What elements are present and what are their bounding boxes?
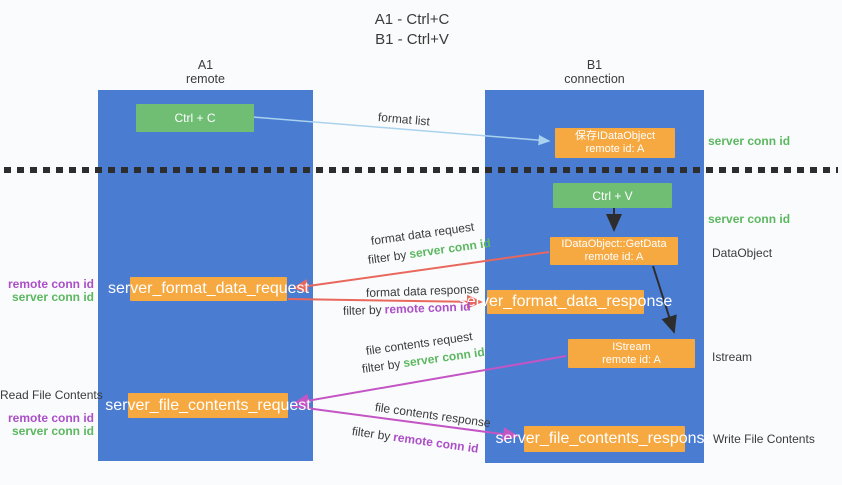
istream-box: IStream remote id: A [568,339,695,368]
istream-line2: remote id: A [602,353,661,366]
filter-by-remote-conn-id-label-2: filter byremote conn id [351,424,479,456]
server-file-contents-request-label: server_file_contents_request [105,396,311,414]
filter-by-text-4: filter by [351,424,392,444]
remote-conn-id-filter-1: remote conn id [384,299,471,317]
format-list-label: format list [377,110,431,129]
istream-line1: IStream [612,340,651,353]
server-conn-id-annotation-left: server conn id [11,290,94,304]
title-line-1: A1 - Ctrl+C [374,11,450,28]
remote-conn-id-filter-2: remote conn id [392,429,480,456]
read-remote-conn-id-annotation: remote conn id [7,411,94,425]
server-format-data-request-box: server_format_data_request [108,277,309,301]
lane-a1-name: A1 [197,58,214,72]
server-file-contents-request-box: server_file_contents_request [105,393,311,418]
lane-header-a1: A1 remote [98,58,313,86]
save-idataobject-line1: 保存IDataObject [574,130,656,142]
server-conn-id-annotation-mid: server conn id [708,212,791,226]
file-contents-response-label: file contents response [374,400,492,431]
lane-b1-subtitle: connection [564,72,625,86]
dataobject-annotation: DataObject [712,246,773,260]
read-file-contents-annotation: Read File Contents [0,388,103,402]
server-file-contents-response-box: server_file_contents_response [496,426,713,452]
lane-header-b1: B1 connection [485,58,704,86]
ctrl-c-box: Ctrl + C [136,104,254,132]
save-idataobject-line2: remote id: A [585,143,645,155]
getdata-line1: IDataObject::GetData [561,238,667,250]
server-format-data-response-box: server_format_data_response [459,290,672,314]
server-conn-id-annotation-top: server conn id [708,134,791,148]
filter-by-text-1: filter by [367,247,408,267]
filter-by-text-2: filter by [342,302,382,318]
filter-by-text-3: filter by [361,356,402,376]
title-line-2: B1 - Ctrl+V [375,31,449,48]
server-file-contents-response-label: server_file_contents_response [495,430,714,447]
istream-annotation: Istream [712,350,753,364]
left-conn-id-block: remote conn id server conn id [0,278,94,304]
save-idataobject-box: 保存IDataObject remote id: A [555,128,675,158]
lane-b1-name: B1 [586,58,603,72]
remote-conn-id-annotation: remote conn id [7,277,94,291]
machine-boundary-dotted-line [4,167,838,173]
read-server-conn-id-annotation: server conn id [11,424,94,438]
ctrl-v-label: Ctrl + V [592,188,633,203]
write-file-contents-annotation: Write File Contents [713,432,815,446]
diagram-title: A1 - Ctrl+C B1 - Ctrl+V [0,10,824,50]
getdata-box: IDataObject::GetData remote id: A [550,237,678,265]
server-format-data-response-label: server_format_data_response [458,293,673,310]
server-format-data-request-label: server_format_data_request [108,280,309,297]
getdata-line2: remote id: A [584,251,644,263]
read-conn-id-block: remote conn id server conn id [0,412,94,438]
ctrl-v-box: Ctrl + V [553,183,672,208]
lane-a1-subtitle: remote [186,72,225,86]
ctrl-c-label: Ctrl + C [174,111,216,125]
